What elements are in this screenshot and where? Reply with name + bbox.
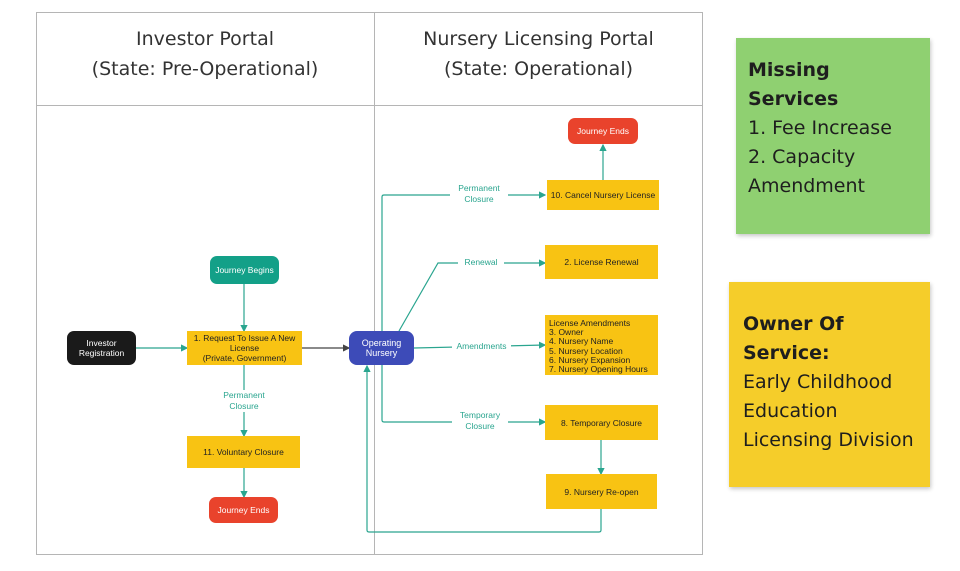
note-item: Education <box>743 400 838 422</box>
note-item: Licensing Division <box>743 429 914 451</box>
node-label: Journey Ends <box>217 505 270 515</box>
note-title: Owner Of <box>743 313 844 335</box>
investor-registration-node[interactable]: Investor Registration <box>67 331 136 365</box>
edge-nursery-to-renewal <box>398 259 547 332</box>
journey-ends-left-node[interactable]: Journey Ends <box>209 497 278 523</box>
note-title: Service: <box>743 342 830 364</box>
lane-subtitle: (State: Pre-Operational) <box>91 58 319 80</box>
journey-begins-node[interactable]: Journey Begins <box>210 256 279 284</box>
edge-label-amendments: Amendments <box>452 341 511 352</box>
operating-nursery-node[interactable]: Operating Nursery <box>349 331 414 365</box>
note-item: Amendment <box>748 175 865 197</box>
note-item: 2. Capacity <box>748 146 856 168</box>
node-label: 10. Cancel Nursery License <box>550 190 656 200</box>
lane-title: Investor Portal <box>136 28 274 50</box>
edge-label-line: Permanent <box>223 390 265 400</box>
voluntary-closure-node[interactable]: 11. Voluntary Closure <box>187 436 300 468</box>
edge-label-line: Renewal <box>464 257 498 267</box>
node-label: 1. Request To Issue A New <box>193 333 296 343</box>
edge-label-permanent-closure-right: Permanent Closure <box>450 183 508 205</box>
node-label: 9. Nursery Re-open <box>564 486 639 497</box>
node-list-item: 4. Nursery Name <box>549 336 614 347</box>
edge-label-line: Closure <box>229 401 259 411</box>
note-item: Early Childhood <box>743 371 893 393</box>
node-label: License Amendments <box>549 318 631 328</box>
note-title: Missing <box>748 59 830 81</box>
edge-reopen-to-nursery <box>363 364 602 533</box>
owner-of-service-note: Owner Of Service: Early Childhood Educat… <box>729 282 930 487</box>
node-label: Journey Ends <box>577 126 629 136</box>
lane-divider <box>374 12 375 555</box>
request-new-license-node[interactable]: 1. Request To Issue A New License (Priva… <box>187 331 302 365</box>
temporary-closure-node[interactable]: 8. Temporary Closure <box>545 405 658 440</box>
node-label: License <box>229 343 260 353</box>
edge-label-line: Closure <box>465 421 495 431</box>
journey-ends-right-node[interactable]: Journey Ends <box>568 118 638 144</box>
edge-label-line: Amendments <box>456 341 507 351</box>
note-title: Services <box>748 88 839 110</box>
edge-label-permanent-closure-left: Permanent Closure <box>218 390 270 412</box>
node-label: Nursery <box>365 348 398 358</box>
node-list-item: 6. Nursery Expansion <box>549 354 631 365</box>
edge-label-line: Closure <box>464 194 494 204</box>
edge-nursery-to-temporary <box>381 365 547 426</box>
edge-label-renewal: Renewal <box>458 257 504 268</box>
node-list-item: 3. Owner <box>549 327 584 338</box>
node-list-item: 5. Nursery Location <box>549 345 623 356</box>
node-label: Journey Begins <box>215 265 274 275</box>
lane-header-nursery-licensing-portal: Nursery Licensing Portal (State: Operati… <box>374 24 703 84</box>
missing-services-note: Missing Services 1. Fee Increase 2. Capa… <box>736 38 930 234</box>
node-label: Operating <box>361 338 402 348</box>
edge-nursery-to-cancel <box>381 191 547 331</box>
nursery-reopen-node[interactable]: 9. Nursery Re-open <box>546 474 657 509</box>
swimlane-frame <box>36 12 703 555</box>
lane-header-investor-portal: Investor Portal (State: Pre-Operational) <box>36 24 374 84</box>
node-label: (Private, Government) <box>202 353 287 363</box>
license-renewal-node[interactable]: 2. License Renewal <box>545 245 658 279</box>
node-label: 11. Voluntary Closure <box>203 447 284 457</box>
cancel-nursery-license-node[interactable]: 10. Cancel Nursery License <box>547 180 659 210</box>
edge-label-line: Temporary <box>459 410 501 420</box>
node-label: Registration <box>78 348 125 358</box>
header-divider <box>36 105 703 106</box>
edge-label-temporary-closure: Temporary Closure <box>452 410 508 432</box>
node-label: Investor <box>86 338 117 348</box>
lane-title: Nursery Licensing Portal <box>423 28 654 50</box>
license-amendments-node[interactable]: License Amendments 3. Owner 4. Nursery N… <box>545 315 658 375</box>
node-list-item: 7. Nursery Opening Hours <box>549 364 648 375</box>
node-label: 8. Temporary Closure <box>560 417 643 428</box>
lane-subtitle: (State: Operational) <box>443 58 634 80</box>
edge-label-line: Permanent <box>458 183 500 193</box>
node-label: 2. License Renewal <box>564 257 639 267</box>
note-item: 1. Fee Increase <box>748 117 892 139</box>
